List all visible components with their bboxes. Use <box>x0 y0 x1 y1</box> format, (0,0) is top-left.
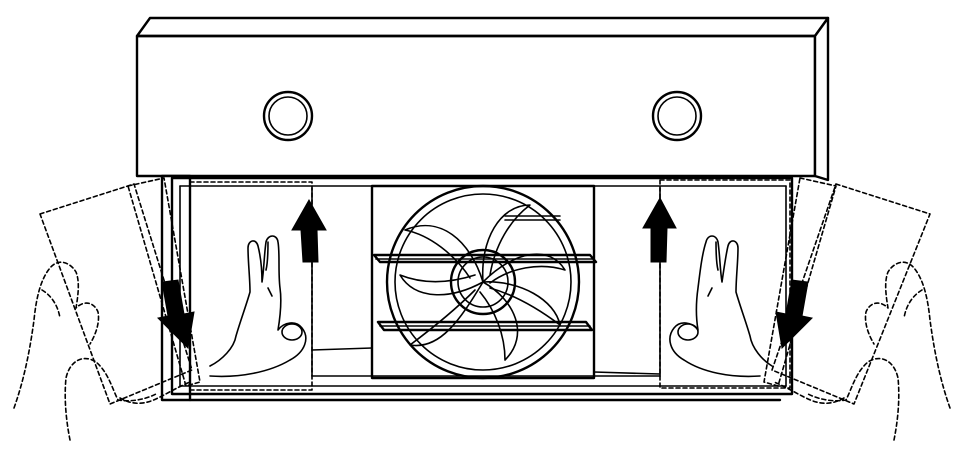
hand-icon <box>773 261 951 441</box>
arrow-up-icon <box>642 196 677 263</box>
light-left-icon <box>262 90 314 142</box>
filter-panel-outline <box>39 177 201 405</box>
filter-panel-outline <box>189 179 791 391</box>
arrow-down-icon <box>156 279 195 350</box>
hood-body-outline <box>135 16 830 402</box>
fan-grille-bar-icon <box>372 253 598 332</box>
light-right-icon <box>651 90 703 142</box>
fan-icon <box>385 184 581 380</box>
hand-icon <box>669 235 773 378</box>
arrow-down-icon <box>775 279 814 350</box>
hand-icon <box>13 261 191 441</box>
arrow-up-icon <box>291 198 327 263</box>
filter-panel-outline <box>763 177 931 405</box>
hand-icon <box>209 235 307 378</box>
